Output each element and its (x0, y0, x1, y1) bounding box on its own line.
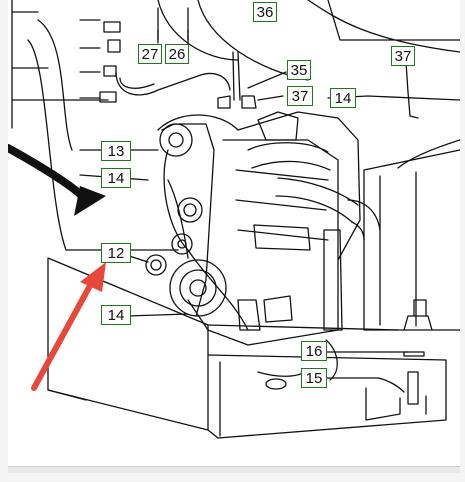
callout-14-top: 14 (330, 88, 356, 108)
callout-36: 36 (253, 2, 277, 22)
engine-drawing (8, 0, 460, 439)
parts-diagram: 36 27 26 37 35 37 14 13 14 12 14 16 15 (8, 0, 460, 466)
callout-16: 16 (301, 341, 327, 361)
callout-15: 15 (301, 368, 327, 388)
black-arrow-head (74, 186, 106, 216)
callout-27: 27 (138, 44, 162, 64)
callout-37-mid: 37 (287, 86, 313, 106)
callout-14-lower: 14 (101, 305, 131, 325)
callout-13: 13 (101, 141, 131, 161)
callout-12: 12 (101, 243, 131, 263)
callout-35: 35 (287, 60, 311, 80)
callout-37-top: 37 (391, 46, 415, 66)
red-arrow-head (80, 262, 106, 292)
red-arrow (31, 279, 95, 391)
callout-26: 26 (165, 44, 189, 64)
viewer-bottom-edge (8, 466, 460, 473)
callout-14-left: 14 (101, 168, 131, 188)
black-arrow (8, 144, 90, 204)
